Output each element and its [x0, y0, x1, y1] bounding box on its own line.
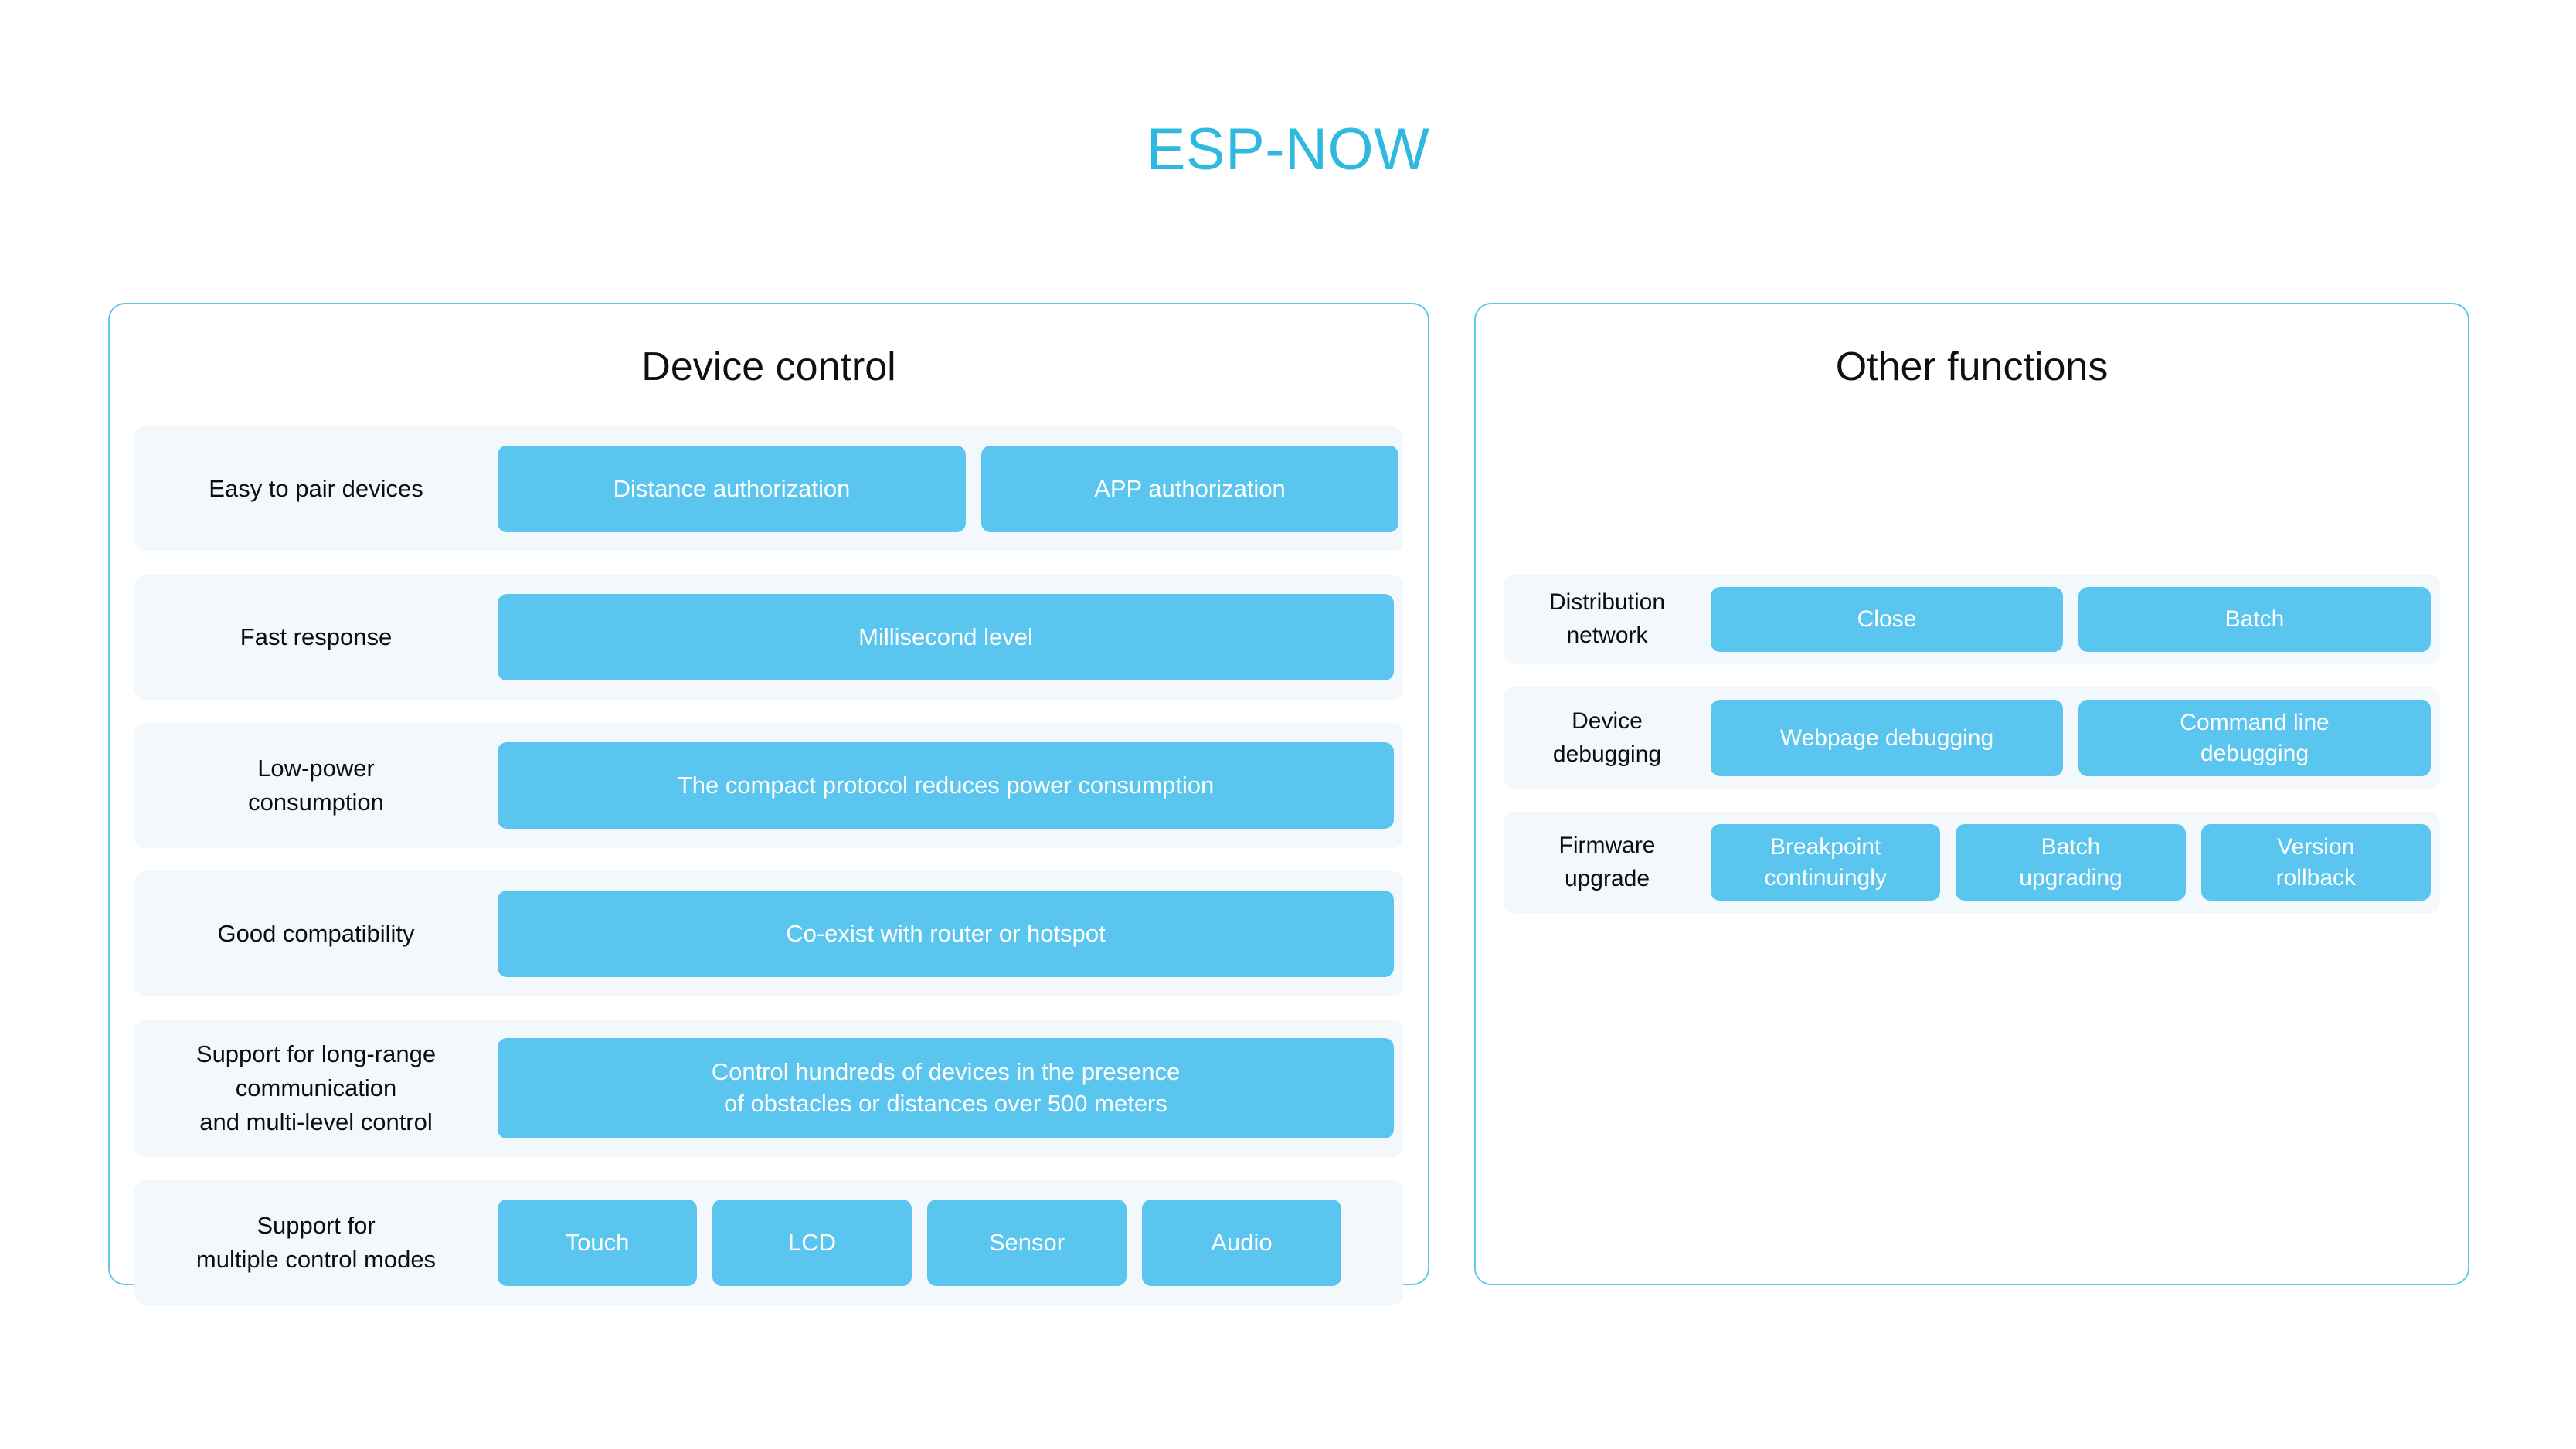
pill-label: Millisecond level [858, 623, 1033, 650]
pill-distance-authorization[interactable]: Distance authorization [498, 446, 966, 532]
rows-device-control: Easy to pair devices Distance authorizat… [110, 426, 1428, 1305]
row-label: Firmware upgrade [1504, 819, 1711, 906]
pill-millisecond-level[interactable]: Millisecond level [498, 594, 1394, 680]
pill-version-rollback[interactable]: Version rollback [2200, 824, 2431, 901]
row-pills: Touch LCD Sensor Audio [498, 1187, 1403, 1298]
pill-label: Control hundreds of devices in the prese… [711, 1058, 1181, 1117]
pill-label: Breakpoint continuingly [1764, 834, 1887, 891]
pill-label: Batch upgrading [2019, 834, 2122, 891]
table-row: Distribution network Close Batch [1504, 575, 2440, 664]
panel-other-functions: Other functions Distribution network Clo… [1474, 303, 2469, 1285]
pill-webpage-debugging[interactable]: Webpage debugging [1711, 700, 2063, 777]
pill-label: Command line debugging [2180, 710, 2330, 766]
row-label: Good compatibility [134, 906, 498, 962]
table-row: Device debugging Webpage debugging Comma… [1504, 687, 2440, 789]
row-label: Support for multiple control modes [134, 1198, 498, 1288]
pill-lcd[interactable]: LCD [712, 1200, 912, 1286]
row-label: Fast response [134, 609, 498, 665]
pill-app-authorization[interactable]: APP authorization [981, 446, 1398, 532]
pill-breakpoint-continuingly[interactable]: Breakpoint continuingly [1711, 824, 1941, 901]
row-pills: Control hundreds of devices in the prese… [498, 1026, 1403, 1151]
row-label: Easy to pair devices [134, 461, 498, 517]
row-label-text: Easy to pair devices [209, 474, 423, 502]
table-row: Support for multiple control modes Touch… [134, 1180, 1403, 1305]
page-title: ESP-NOW [1146, 117, 1430, 182]
panel-device-control: Device control Easy to pair devices Dist… [108, 303, 1429, 1305]
pill-compact-protocol[interactable]: The compact protocol reduces power consu… [498, 742, 1394, 829]
pill-batch-upgrading[interactable]: Batch upgrading [1956, 824, 2186, 901]
table-row: Low-power consumption The compact protoc… [134, 723, 1403, 848]
pill-audio[interactable]: Audio [1142, 1200, 1341, 1286]
row-pills: Co-exist with router or hotspot [498, 878, 1403, 989]
pill-label: Audio [1211, 1228, 1273, 1256]
row-label-text: Good compatibility [217, 919, 415, 947]
pill-label: Sensor [988, 1228, 1065, 1256]
pill-label: Version rollback [2275, 834, 2356, 891]
row-label-text: Distribution network [1548, 589, 1666, 648]
pill-label: Touch [565, 1228, 630, 1256]
pill-sensor[interactable]: Sensor [927, 1200, 1127, 1286]
row-label-text: Device debugging [1552, 708, 1662, 767]
pill-command-line-debugging[interactable]: Command line debugging [2078, 700, 2431, 777]
pill-control-hundreds-devices[interactable]: Control hundreds of devices in the prese… [498, 1038, 1394, 1138]
table-row: Fast response Millisecond level [134, 575, 1403, 700]
pill-label: Close [1857, 606, 1917, 633]
pill-coexist-router-hotspot[interactable]: Co-exist with router or hotspot [498, 891, 1394, 977]
pill-label: Co-exist with router or hotspot [786, 919, 1106, 947]
panel-title-device-control: Device control [641, 344, 896, 389]
pill-label: LCD [787, 1228, 836, 1256]
row-pills: Webpage debugging Command line debugging [1711, 687, 2440, 789]
table-row: Firmware upgrade Breakpoint continuingly… [1504, 812, 2440, 914]
row-label-text: Support for multiple control modes [195, 1211, 437, 1273]
row-label: Low-power consumption [134, 741, 498, 830]
row-pills: Breakpoint continuingly Batch upgrading … [1711, 812, 2440, 913]
pill-label: APP authorization [1094, 474, 1286, 502]
row-label-text: Support for long-range communication and… [195, 1040, 437, 1135]
pill-label: Distance authorization [613, 474, 851, 502]
row-label-text: Firmware upgrade [1558, 833, 1656, 891]
panel-title-other-functions: Other functions [1835, 344, 2109, 389]
pill-label: Webpage debugging [1779, 724, 1994, 751]
pill-touch[interactable]: Touch [498, 1200, 697, 1286]
row-pills: The compact protocol reduces power consu… [498, 730, 1403, 841]
row-pills: Close Batch [1711, 575, 2440, 664]
row-label-text: Low-power consumption [248, 754, 384, 816]
rows-other-functions: Distribution network Close Batch Device … [1476, 575, 2468, 914]
row-pills: Distance authorization APP authorization [498, 433, 1403, 545]
pill-label: Batch [2224, 606, 2285, 633]
row-label: Distribution network [1504, 575, 1711, 663]
pill-close[interactable]: Close [1711, 587, 2063, 652]
pill-label: The compact protocol reduces power consu… [677, 771, 1215, 799]
pill-batch[interactable]: Batch [2078, 587, 2431, 652]
row-label-text: Fast response [240, 623, 393, 650]
panels-container: Device control Easy to pair devices Dist… [0, 303, 2576, 1305]
table-row: Good compatibility Co-exist with router … [134, 871, 1403, 996]
row-pills: Millisecond level [498, 582, 1403, 693]
row-label: Device debugging [1504, 694, 1711, 782]
table-row: Easy to pair devices Distance authorizat… [134, 426, 1403, 551]
row-label: Support for long-range communication and… [134, 1027, 498, 1150]
table-row: Support for long-range communication and… [134, 1020, 1403, 1157]
